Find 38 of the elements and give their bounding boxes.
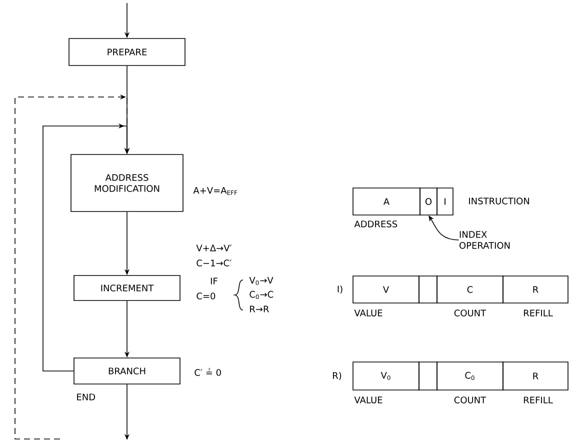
register-field: R [502,276,568,304]
register-field: C$_{0}$ [436,362,504,390]
register-field: V [352,276,420,304]
formula-text: A+V=A$_{EFF}$ [193,187,238,195]
formula-text: IF [210,278,218,284]
register-field: R [502,362,568,390]
register-field [418,362,438,390]
register-label: R) [333,372,342,380]
register-field: V$_{0}$ [352,362,420,390]
process-box: INCREMENT [74,275,180,301]
formula-text: C$_{0}$→C [250,290,274,300]
arrow [42,123,130,372]
field-caption: REFILL [524,396,553,404]
process-box: BRANCH [74,358,180,384]
register-field: C [436,276,504,304]
formula-text: V+Δ→V′ [196,244,232,252]
formula-text: V$_{0}$→V [249,277,274,285]
register-field: O [420,188,438,216]
field-caption: REFILL [524,310,553,316]
process-box: ADDRESS MODIFICATION [70,154,184,212]
formula-text: C−1→C′ [196,260,232,266]
register-field: I [436,188,454,216]
field-caption: COUNT [454,396,486,404]
register-field [418,276,438,304]
field-caption: COUNT [454,310,486,316]
register-field: A [352,188,420,216]
edge-label: END [75,392,97,402]
formula-text: C′ ≟ 0 [194,368,221,376]
register-label: INSTRUCTION [469,198,529,204]
formula-text: R→R [250,306,269,312]
field-note: INDEX OPERATION [460,231,510,249]
process-box: PREPARE [68,38,186,66]
field-caption: ADDRESS [354,220,398,228]
dashed-arrow [14,94,130,440]
field-caption: VALUE [354,396,382,404]
register-label: I) [338,285,342,294]
field-caption: VALUE [354,310,382,316]
formula-text: C=0 [196,292,216,300]
